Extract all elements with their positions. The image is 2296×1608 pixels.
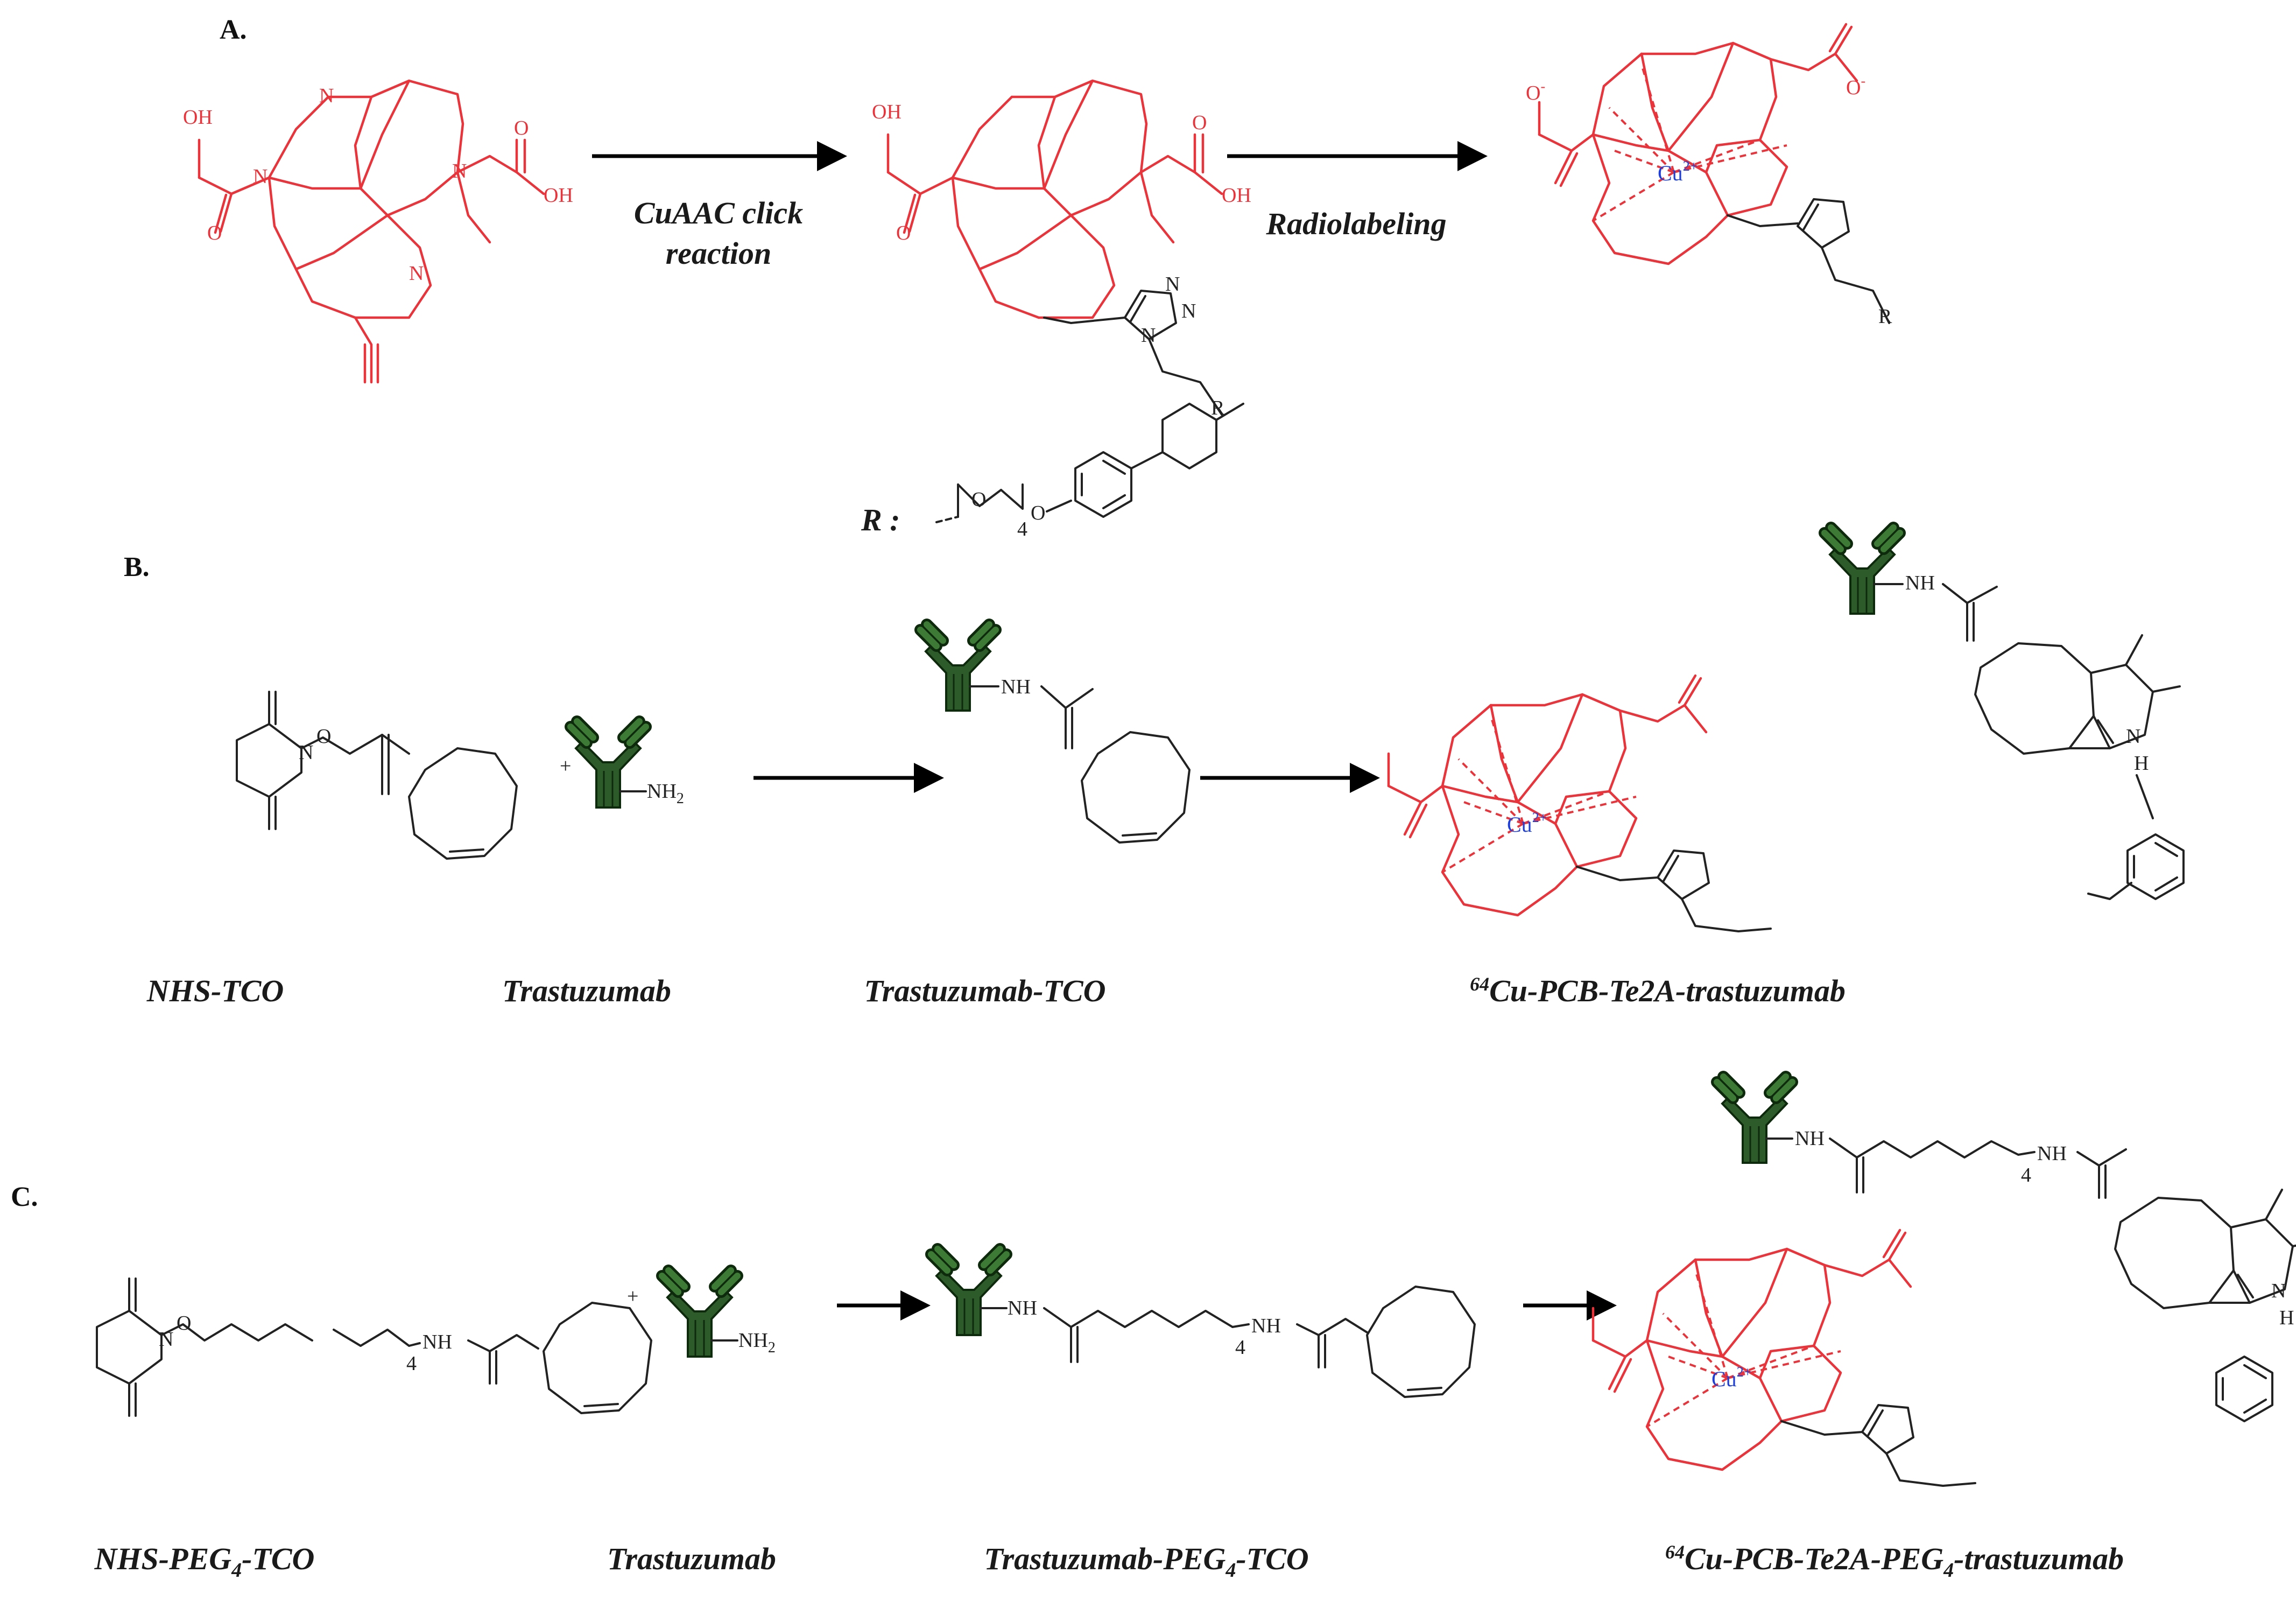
trastuzumab-b: NH2 [571,721,684,807]
nh2-label: NH2 [647,780,684,807]
trastuzumab-peg-tco: NH NH 4 [931,1249,1476,1398]
antibody-peg-octene-c: NH NH 4 N H [1717,1077,2296,1422]
cu-chelate-b: Cu2+ [1389,676,1772,932]
cu-label: Cu2+ [1507,810,1547,837]
atom-o: O [514,117,529,139]
atom-oh: OH [183,106,213,129]
atom-n: N [253,165,267,188]
atom-n: N [2271,1280,2286,1302]
product-b-label: 64Cu-PCB-Te2A-trastuzumab [1470,973,1846,1008]
atom-o: O [1031,502,1045,524]
atom-o: O [1192,111,1207,134]
trastuzumab-peg-tco-label: Trastuzumab-PEG4-TCO [984,1541,1308,1582]
atom-n: N [159,1328,173,1351]
trastuzumab-c-label: Trastuzumab [607,1541,776,1576]
atom-o: O [207,222,222,244]
atom-o-minus: O- [1846,73,1865,99]
nhs-tco-structure: N O [236,691,518,860]
atom-n: N [299,741,313,764]
subscript-4: 4 [2021,1164,2031,1186]
section-a-label: A. [220,15,247,45]
trastuzumab-tco-label: Trastuzumab-TCO [864,973,1105,1008]
atom-nh: NH [422,1331,452,1353]
product-c-label: 64Cu-PCB-Te2A-PEG4-trastuzumab [1665,1541,2124,1582]
radiolabeling-label: Radiolabeling [1265,206,1446,241]
atom-o-minus: O- [1526,79,1545,104]
atom-nh: NH [1905,572,1935,594]
atom-n: N [409,262,424,285]
nh2-label: NH2 [738,1329,776,1356]
trastuzumab-c: NH2 [662,1270,776,1357]
trastuzumab-b-label: Trastuzumab [502,973,671,1008]
r-group-label: R : [861,502,900,537]
cu-chelate-a: Cu2+ O- O- R [1526,24,1892,328]
atom-n: N [1181,300,1196,322]
subscript-4: 4 [1017,518,1027,540]
atom-nh: NH [2037,1142,2067,1165]
click-label-line2: reaction [666,236,772,271]
cu-chelate-c: Cu2+ [1593,1230,1976,1487]
atom-nh: NH [1001,676,1031,698]
atom-nh: NH [1008,1297,1037,1319]
atom-n: N [1141,324,1156,347]
atom-oh: OH [1222,184,1251,207]
atom-n: N [1165,273,1180,296]
cu-label: Cu2+ [1658,158,1698,185]
atom-nh: NH [1251,1315,1281,1337]
atom-oh: OH [872,101,902,123]
subscript-4: 4 [1235,1336,1245,1359]
atom-n: N [452,160,467,182]
click-label-line1: CuAAC click [634,195,803,230]
atom-h: H [2134,752,2149,775]
chelator-triazole: OH O O OH R N N N [872,81,1251,419]
nhs-peg-tco-label: NHS-PEG4-TCO [94,1541,315,1582]
atom-r: R [1878,305,1892,328]
section-c-label: C. [11,1182,38,1212]
plus-sign: + [560,755,571,777]
chelator-alkyne: OH O O OH N N N N [183,81,573,384]
atom-o: O [316,725,331,748]
cu-label: Cu2+ [1712,1364,1751,1391]
atom-o: O [971,488,986,511]
atom-n: N [319,85,334,107]
nhs-tco-label: NHS-TCO [146,973,284,1008]
section-b-label: B. [124,552,150,582]
trastuzumab-tco-b: NH [920,624,1191,844]
plus-sign: + [627,1285,638,1308]
atom-h: H [2279,1307,2294,1329]
atom-n: N [2126,725,2140,748]
antibody-octene-b: NH N H [1825,528,2185,900]
r-group-structure: O 4 O [935,403,1244,540]
atom-oh: OH [544,184,573,207]
subscript-4: 4 [406,1352,417,1375]
atom-nh: NH [1795,1127,1825,1150]
atom-o: O [177,1312,191,1335]
nhs-peg-tco-structure: N O NH 4 [96,1277,652,1417]
atom-o: O [896,222,911,244]
